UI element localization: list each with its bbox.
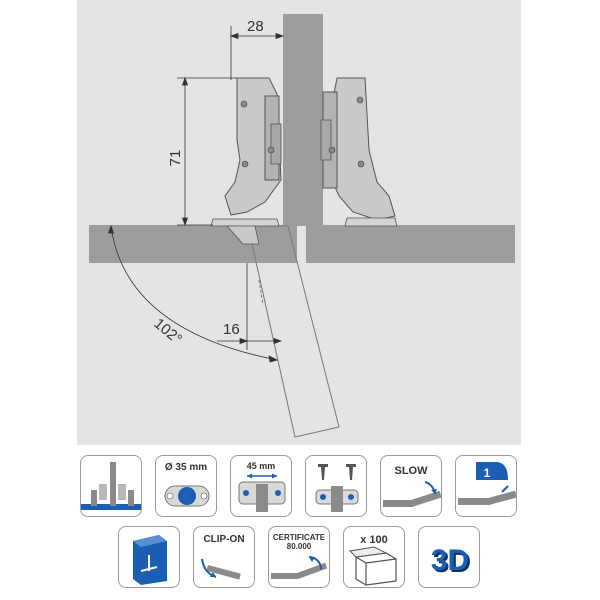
screw-fixing-icon <box>315 464 359 512</box>
certificate-cycles-label: 80.000 <box>286 542 312 551</box>
plate-holes-icon <box>238 473 286 512</box>
certificate-label: CERTIFICATE <box>272 533 326 542</box>
cup-diameter-tile: Ø 35 mm <box>155 455 217 517</box>
dimension-lines <box>107 26 285 363</box>
certificate-icon <box>271 556 328 579</box>
3d-logo-icon: 3D 3D <box>431 544 471 579</box>
right-hinge <box>320 77 398 227</box>
soft-close-label: SLOW <box>394 465 428 477</box>
plate-holes-label: 45 mm <box>246 461 276 471</box>
cup-diameter-icon <box>164 485 210 507</box>
clip-on-tile: CLIP-ON <box>193 526 255 588</box>
3d-adjustment-box-tile <box>118 526 180 588</box>
3d-logo-text: 3D <box>431 544 469 577</box>
overlay-adjustment-tile: 1 <box>455 455 517 517</box>
dimension-71-label: 71 <box>167 150 184 167</box>
mounting-position-tile <box>80 455 142 517</box>
cabinet-side-panel <box>283 14 323 226</box>
overlay-number: 1 <box>484 466 491 480</box>
3d-logo-text-shadow: 3D <box>433 546 471 579</box>
dimension-16-label: 16 <box>223 321 240 338</box>
hinge-technical-drawing: 28 71 16 102° <box>77 0 521 445</box>
soft-close-tile: SLOW <box>380 455 442 517</box>
screw-fixing-tile <box>305 455 367 517</box>
package-quantity-tile: x 100 <box>343 526 405 588</box>
certificate-tile: CERTIFICATE 80.000 <box>268 526 330 588</box>
cup-diameter-label: Ø 35 mm <box>164 462 208 473</box>
clip-on-label: CLIP-ON <box>203 534 245 545</box>
left-door-panel <box>89 225 297 263</box>
package-quantity-label: x 100 <box>360 534 388 546</box>
overlay-adjustment-icon: 1 <box>458 462 516 505</box>
clip-on-icon <box>201 558 241 580</box>
3d-logo-tile: 3D 3D <box>418 526 480 588</box>
package-quantity-icon <box>348 546 397 586</box>
left-hinge <box>210 77 282 245</box>
plate-holes-tile: 45 mm <box>230 455 292 517</box>
soft-close-icon <box>383 481 441 507</box>
mounting-position-icon <box>81 462 141 510</box>
3d-adjustment-box-icon <box>133 535 167 585</box>
right-door-panel <box>306 225 515 263</box>
dimension-28-label: 28 <box>247 18 264 35</box>
